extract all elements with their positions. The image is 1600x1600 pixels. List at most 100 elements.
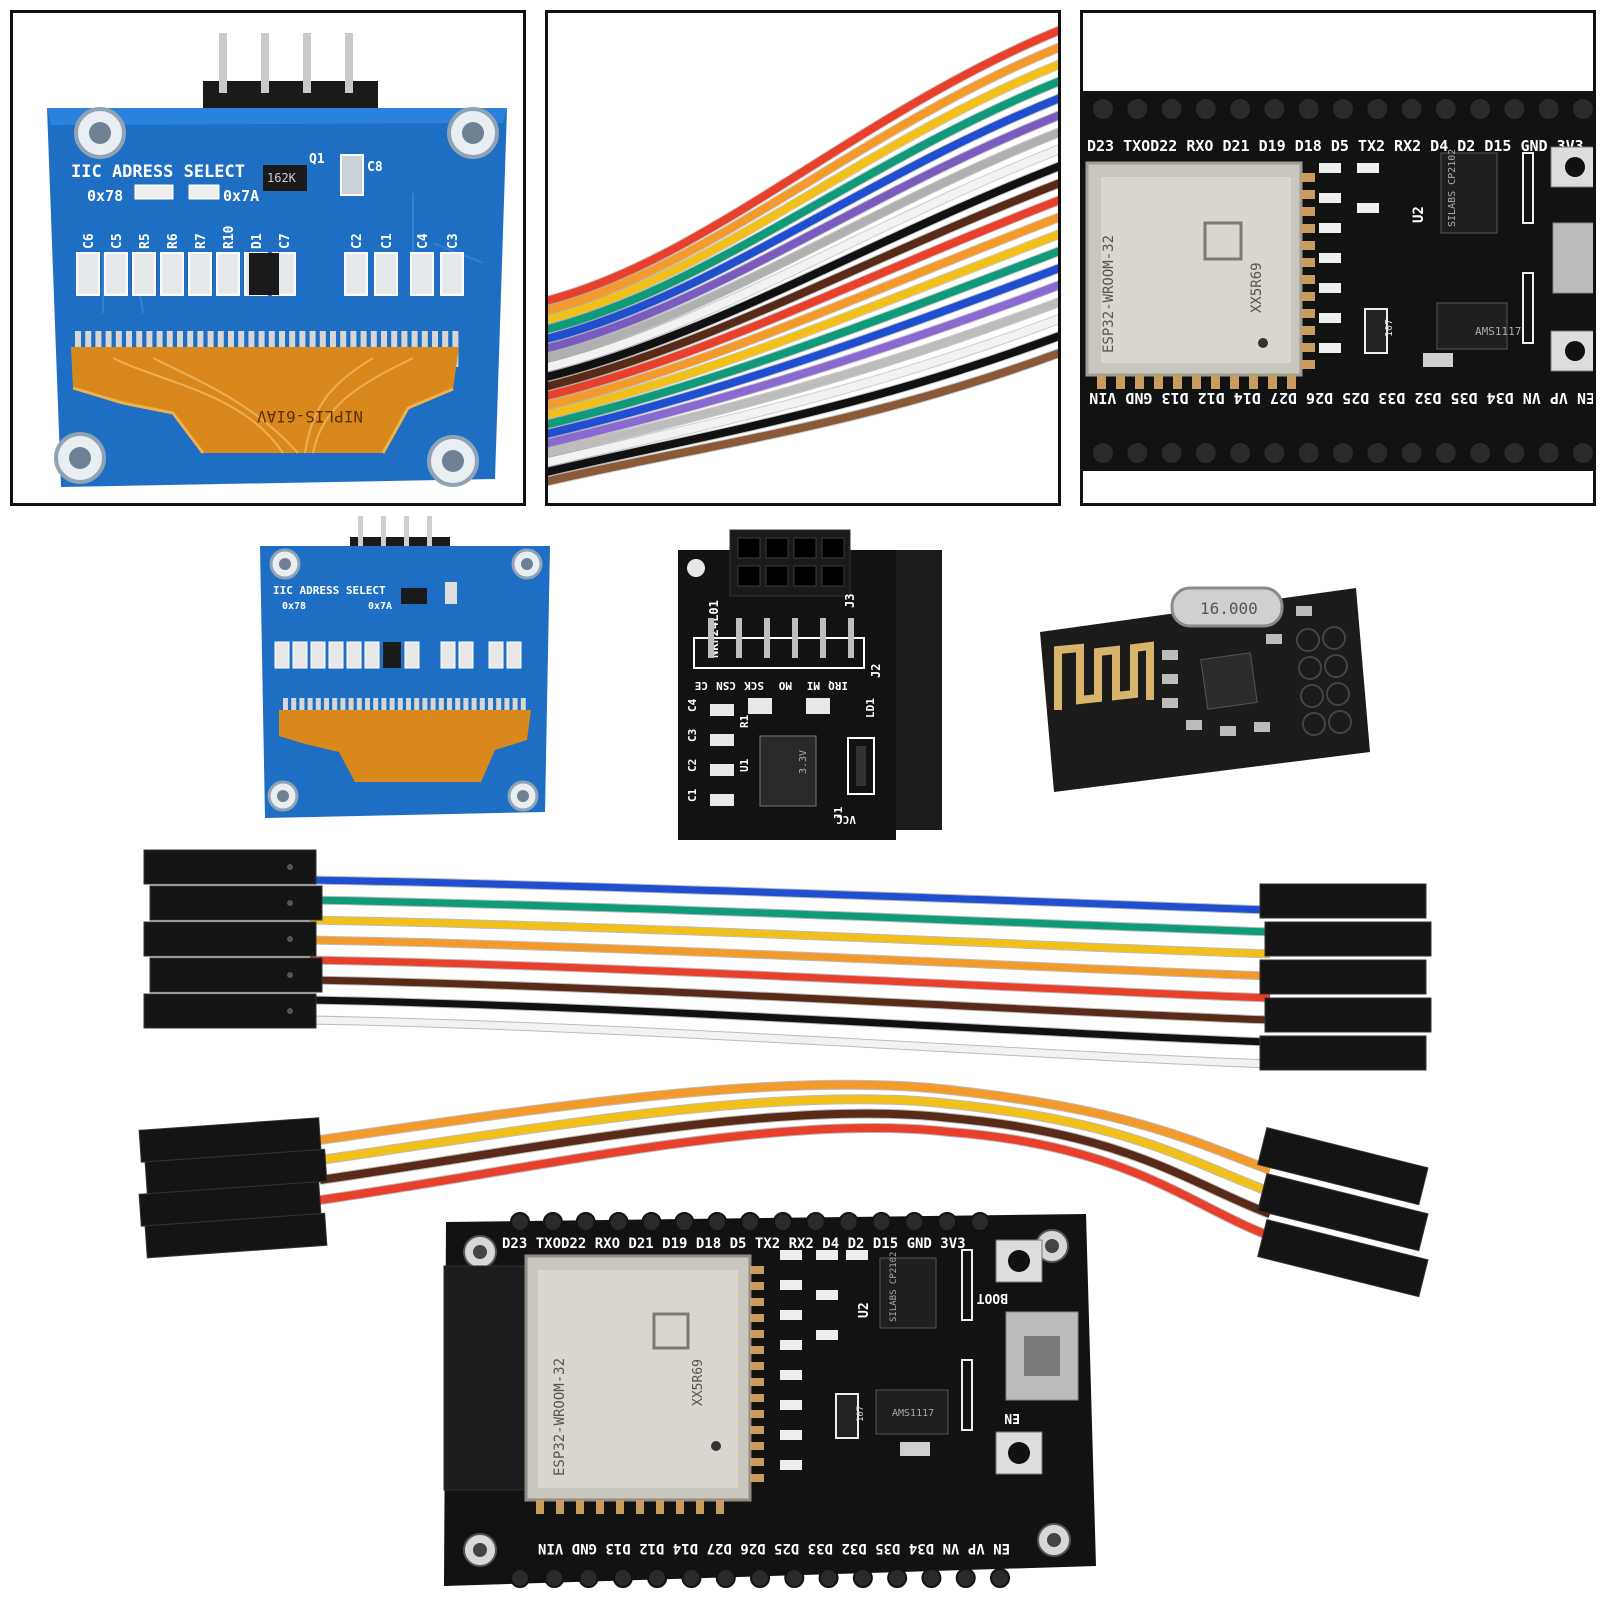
- esp32-closeup-u2: U2: [1411, 206, 1427, 223]
- jumper-wire: [309, 1016, 1271, 1068]
- oled-part-label: R7: [194, 233, 209, 249]
- adapter-part-label: U1: [738, 758, 751, 772]
- esp32-top-pins: D23 TXOD22 RXO D21 D19 D18 D5 TX2 RX2 D4…: [502, 1236, 966, 1252]
- esp32-closeup-module-label: ESP32-WROOM-32: [1101, 235, 1117, 353]
- oled-small-addr-right: 0x7A: [368, 601, 392, 612]
- ribbon-wire: [548, 247, 1058, 429]
- ribbon-wire: [548, 128, 1058, 362]
- ribbon-wire: [548, 196, 1058, 400]
- oled-caps-right: C2 C1: [344, 233, 398, 296]
- oled-small-title: IIC ADRESS SELECT: [273, 584, 386, 597]
- oled-module: IIC ADRESS SELECT 0x78 0x7A: [255, 512, 555, 822]
- dupont-housing: [1264, 921, 1432, 957]
- oled-caps-far: C4 C3: [410, 233, 464, 296]
- oled-title: IIC ADRESS SELECT: [71, 162, 245, 182]
- ribbon-wire: [548, 77, 1058, 334]
- adapter-j2: J2: [869, 664, 883, 678]
- jumper-wire: [309, 896, 1271, 936]
- esp32-ldo: AMS1117: [892, 1408, 934, 1419]
- esp32-boot-label: BOOT: [977, 1290, 1008, 1305]
- cp2102-chip-closeup: [1440, 152, 1498, 234]
- jumper-wire: [309, 976, 1271, 1024]
- adapter-part-label: C1: [686, 788, 699, 802]
- pcb-antenna: [1054, 641, 1154, 710]
- oled-part-label: C3: [446, 233, 461, 249]
- ribbon-cable: [548, 25, 1058, 487]
- adapter-pin-label: CE: [695, 679, 708, 692]
- adapter-j3: J3: [843, 594, 857, 608]
- esp32-closeup-bottom-pins: EN VP VN D34 D35 D32 D33 D25 D26 D27 D14…: [1089, 389, 1595, 407]
- dupont-housing: [1257, 1219, 1429, 1298]
- oled-q1: Q1: [309, 152, 325, 167]
- adapter-pin-header: [896, 550, 942, 830]
- oled-part-label: C2: [350, 233, 365, 249]
- oled-addr-right: 0x7A: [223, 187, 259, 205]
- dupont-housing: [144, 1212, 328, 1259]
- jumper-wire: [309, 936, 1271, 980]
- oled-part-label: R10: [222, 225, 237, 249]
- adapter-part-label: R1: [738, 714, 751, 728]
- ldo-closeup: [1436, 302, 1508, 350]
- dupont-housing: [1264, 997, 1432, 1033]
- panel-oled-closeup: IIC ADRESS SELECT 0x78 0x7A 162K Q1 C8 C…: [10, 10, 526, 506]
- esp32-closeup-module-id: XX5R69: [1249, 262, 1265, 313]
- oled-part-label: C4: [416, 233, 431, 249]
- dupont-housing: [1259, 883, 1427, 919]
- oled-part-label: R6: [166, 233, 181, 249]
- dupont-housing: [1257, 1173, 1429, 1252]
- jumper-wire: [309, 876, 1271, 914]
- fpc-label: NIPLIS-6IAV: [257, 407, 363, 426]
- ribbon-wire: [548, 94, 1058, 343]
- oled-part-label: C6: [82, 233, 97, 249]
- esp32-module-label: ESP32-WROOM-32: [552, 1358, 568, 1476]
- esp32-module-id: XX5R69: [691, 1359, 706, 1406]
- jumper-wire: [309, 956, 1271, 1002]
- ribbon-wire: [548, 26, 1058, 305]
- ams1117-regulator: [875, 1389, 949, 1435]
- adapter-part-label: LD1: [864, 698, 877, 718]
- dupont-housing: [1257, 1127, 1429, 1206]
- cp2102-chip: [879, 1257, 937, 1329]
- oled-small-addr-left: 0x78: [282, 601, 306, 612]
- dupont-housing: [1259, 959, 1427, 995]
- adapter-regulator: [759, 735, 817, 807]
- oled-part-label: D1: [250, 233, 265, 249]
- oled-part-label: C1: [380, 233, 395, 249]
- nrf-crystal-label: 16.000: [1200, 599, 1258, 618]
- oled-q1-mark: 162K: [267, 171, 297, 185]
- esp32-closeup-r107: 107: [1384, 319, 1395, 337]
- ribbon-wire: [548, 60, 1058, 324]
- esp32-u2: U2: [857, 1302, 872, 1318]
- jumper-wire: [309, 996, 1271, 1046]
- ribbon-wire: [548, 281, 1058, 448]
- ribbon-wire: [548, 162, 1058, 381]
- jumper-wire: [309, 916, 1271, 958]
- adapter-reg-mark: 3.3V: [798, 750, 809, 774]
- oled-addr-left: 0x78: [87, 187, 123, 205]
- adapter-pin-label: CSN: [716, 679, 736, 692]
- jumper-wires-long: [140, 849, 1460, 1110]
- ribbon-wire: [548, 145, 1058, 372]
- fpc-flex: [71, 347, 459, 453]
- oled-part-label: C7: [278, 233, 293, 249]
- ribbon-wire: [548, 315, 1058, 467]
- dupont-housing: [149, 957, 323, 993]
- header-pins: [203, 33, 378, 119]
- ribbon-wire: [548, 213, 1058, 410]
- adapter-pin-label: IRQ: [828, 679, 848, 692]
- ribbon-wire: [548, 298, 1058, 457]
- adapter-pin-label: MI: [807, 679, 820, 692]
- oled-part-label: C5: [110, 233, 125, 249]
- jumper-wire: [319, 1080, 1272, 1174]
- adapter-part-label: C4: [686, 698, 699, 712]
- ribbon-wire: [548, 332, 1058, 476]
- esp32-r107: 107: [856, 1406, 866, 1422]
- adapter-part-label: C3: [686, 729, 699, 742]
- ribbon-wire: [548, 111, 1058, 353]
- adapter-pin-label: SCK: [744, 679, 764, 692]
- esp32-en-label: EN: [1004, 1410, 1020, 1425]
- panel-esp32-closeup: D23 TXOD22 RXO D21 D19 D18 D5 TX2 RX2 D4…: [1080, 10, 1596, 506]
